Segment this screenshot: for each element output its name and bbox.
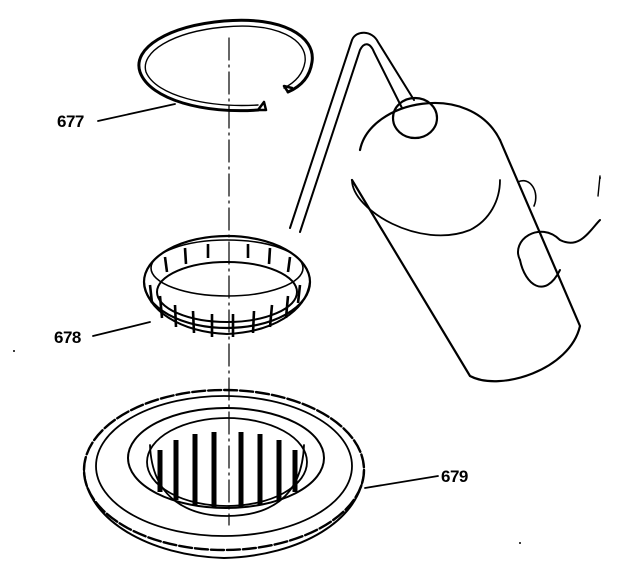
callout-label-677: 677 (57, 112, 84, 131)
clutch-race (82, 388, 366, 559)
callout-label-679: 679 (441, 467, 468, 486)
roller-clutch (142, 234, 312, 337)
hand-icon (517, 175, 601, 288)
lubricant-bottle (289, 31, 582, 383)
callout-label-678: 678 (54, 328, 81, 347)
scan-specks (13, 177, 601, 544)
leader-lines (92, 103, 439, 489)
snap-ring (137, 18, 314, 113)
